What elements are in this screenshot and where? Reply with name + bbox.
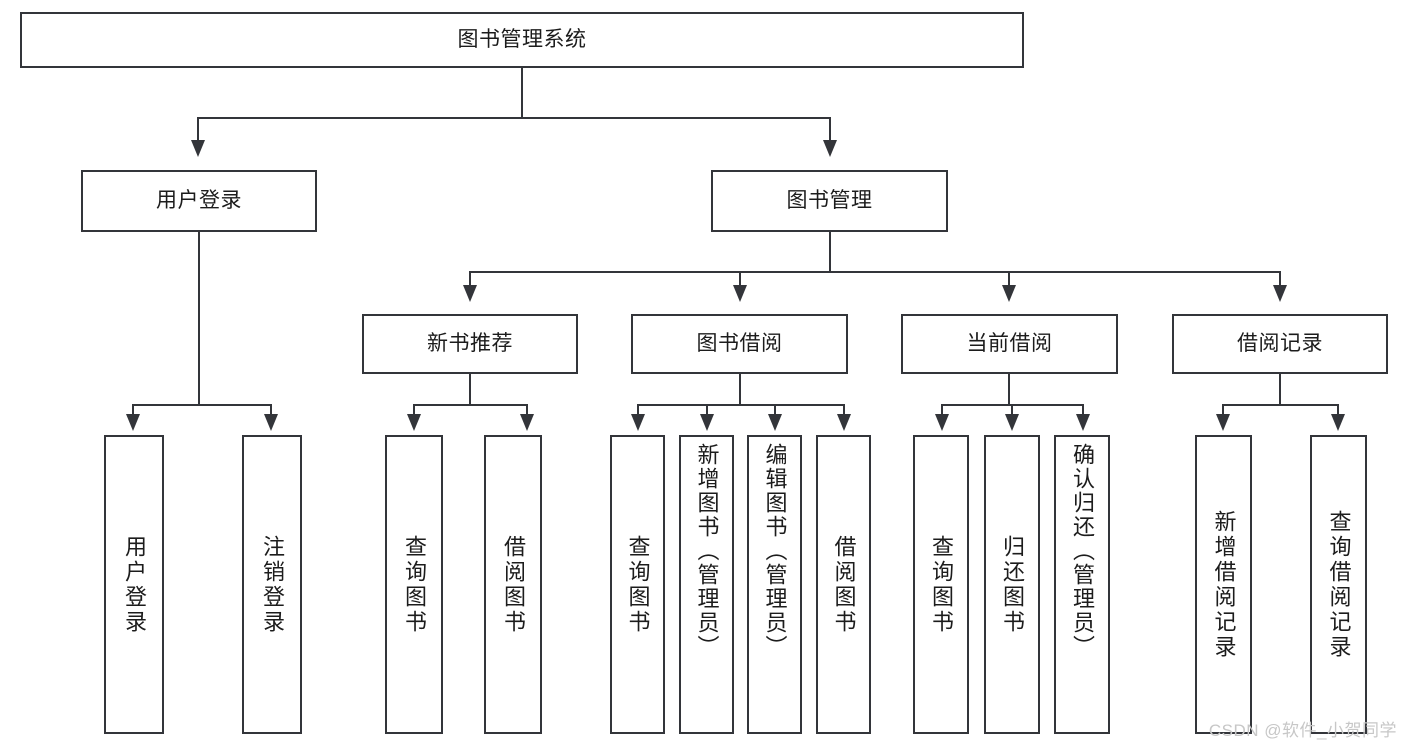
node-label: 新增图书（管理员）	[694, 443, 720, 659]
node-book-borrow[interactable]: 图书借阅	[631, 314, 848, 374]
arrow-to-book-borrow	[733, 285, 747, 302]
leaf-add-book-admin[interactable]: 新增图书（管理员）	[679, 435, 734, 734]
leaf-query-book-borrow[interactable]: 查询图书	[610, 435, 665, 734]
edge-user-login-stem	[198, 232, 200, 404]
edge-new-book-to-leaf-1	[413, 404, 415, 416]
leaf-query-book-current[interactable]: 查询图书	[913, 435, 969, 734]
node-label: 查询图书	[625, 534, 651, 635]
edge-bm-to-current-borrow	[1008, 271, 1010, 287]
node-label: 编辑图书（管理员）	[762, 443, 788, 659]
leaf-query-book-new[interactable]: 查询图书	[385, 435, 443, 734]
leaf-edit-book-admin[interactable]: 编辑图书（管理员）	[747, 435, 802, 734]
arrow-to-new-book-recommend	[463, 285, 477, 302]
arrow-to-edit-book	[768, 414, 782, 431]
node-borrow-record[interactable]: 借阅记录	[1172, 314, 1388, 374]
leaf-add-borrow-record[interactable]: 新增借阅记录	[1195, 435, 1252, 734]
arrow-to-user-login-leaf	[126, 414, 140, 431]
node-current-borrow[interactable]: 当前借阅	[901, 314, 1118, 374]
edge-borrow-record-bus	[1222, 404, 1339, 406]
edge-cb-to-leaf-2	[1011, 404, 1013, 416]
edge-new-book-stem	[469, 374, 471, 405]
edge-new-book-to-leaf-2	[526, 404, 528, 416]
arrow-to-book-management	[823, 140, 837, 157]
leaf-user-login[interactable]: 用户登录	[104, 435, 164, 734]
edge-borrow-record-stem	[1279, 374, 1281, 405]
edge-book-borrow-bus	[637, 404, 845, 406]
arrow-to-return-book	[1005, 414, 1019, 431]
arrow-to-query-borrow-record	[1331, 414, 1345, 431]
csdn-watermark: CSDN @软件_小贺同学	[1208, 721, 1397, 740]
edge-book-management-bus	[469, 271, 1281, 273]
node-label: 当前借阅	[966, 331, 1053, 355]
node-label: 图书管理系统	[457, 27, 587, 51]
edge-cb-to-leaf-3	[1082, 404, 1084, 416]
node-label: 确认归还（管理员）	[1070, 443, 1095, 659]
leaf-borrow-book-borrow[interactable]: 借阅图书	[816, 435, 871, 734]
leaf-return-book[interactable]: 归还图书	[984, 435, 1040, 734]
node-label: 新书推荐	[427, 331, 513, 355]
edge-root-bus	[197, 117, 831, 119]
edge-bm-to-book-borrow	[739, 271, 741, 287]
node-label: 归还图书	[1000, 534, 1025, 635]
node-label: 图书借阅	[696, 331, 783, 355]
arrow-to-confirm-return	[1076, 414, 1090, 431]
node-label: 图书管理	[786, 188, 873, 212]
edge-user-login-bus	[132, 404, 270, 406]
edge-br-to-leaf-1	[1222, 404, 1224, 416]
leaf-borrow-book-new[interactable]: 借阅图书	[484, 435, 542, 734]
leaf-query-borrow-record[interactable]: 查询借阅记录	[1310, 435, 1367, 734]
node-root-book-management-system[interactable]: 图书管理系统	[20, 12, 1024, 68]
arrow-to-borrow-book-2	[837, 414, 851, 431]
arrow-to-query-book-1	[407, 414, 421, 431]
arrow-to-add-borrow-record	[1216, 414, 1230, 431]
node-label: 查询图书	[402, 534, 427, 635]
edge-bm-to-borrow-record	[1279, 271, 1281, 287]
edge-bb-to-leaf-2	[706, 404, 708, 416]
leaf-logout[interactable]: 注销登录	[242, 435, 302, 734]
edge-br-to-leaf-2	[1337, 404, 1339, 416]
arrow-to-borrow-book-1	[520, 414, 534, 431]
arrow-to-user-login	[191, 140, 205, 157]
node-label: 用户登录	[122, 534, 147, 635]
node-label: 借阅记录	[1237, 331, 1323, 355]
edge-current-borrow-stem	[1008, 374, 1010, 405]
node-label: 新增借阅记录	[1211, 509, 1237, 660]
edge-book-management-stem	[829, 232, 831, 272]
arrow-to-query-book-3	[935, 414, 949, 431]
edge-bm-to-new-book	[469, 271, 471, 287]
node-book-management[interactable]: 图书管理	[711, 170, 948, 232]
arrow-to-borrow-record	[1273, 285, 1287, 302]
edge-user-login-to-leaf-2	[270, 404, 272, 416]
edge-root-stem	[521, 68, 523, 117]
edge-bb-to-leaf-3	[774, 404, 776, 416]
node-label: 查询借阅记录	[1326, 509, 1352, 660]
node-label: 借阅图书	[501, 534, 526, 635]
arrow-to-add-book	[700, 414, 714, 431]
edge-root-to-user-login	[197, 117, 199, 143]
edge-bb-to-leaf-4	[843, 404, 845, 416]
node-label: 查询图书	[929, 534, 954, 635]
edge-book-borrow-stem	[739, 374, 741, 405]
node-label: 注销登录	[260, 534, 285, 635]
leaf-confirm-return-admin[interactable]: 确认归还（管理员）	[1054, 435, 1110, 734]
node-label: 借阅图书	[831, 534, 857, 635]
node-label: 用户登录	[156, 188, 242, 212]
edge-root-to-book-management	[829, 117, 831, 143]
edge-new-book-bus	[413, 404, 528, 406]
node-new-book-recommend[interactable]: 新书推荐	[362, 314, 578, 374]
arrow-to-current-borrow	[1002, 285, 1016, 302]
edge-cb-to-leaf-1	[941, 404, 943, 416]
edge-user-login-to-leaf-1	[132, 404, 134, 416]
arrow-to-query-book-2	[631, 414, 645, 431]
arrow-to-logout-leaf	[264, 414, 278, 431]
edge-bb-to-leaf-1	[637, 404, 639, 416]
node-user-login[interactable]: 用户登录	[81, 170, 317, 232]
